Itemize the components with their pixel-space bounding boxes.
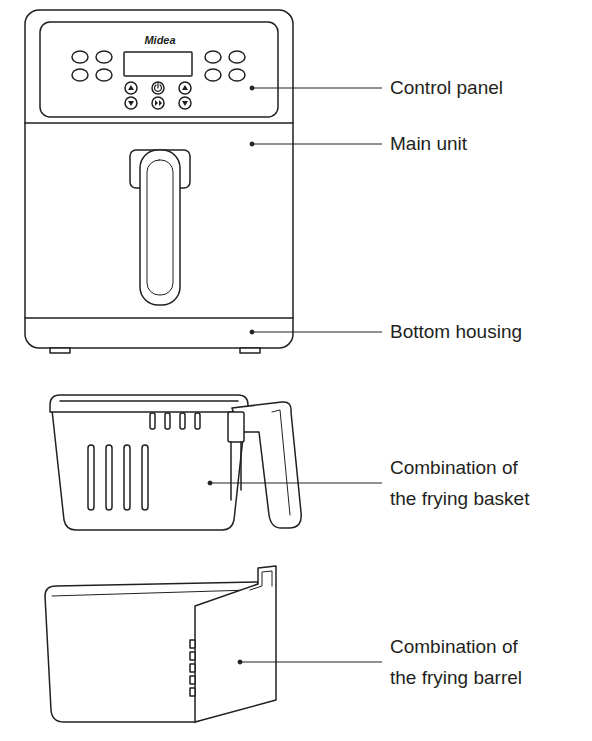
basket-rim <box>50 395 248 412</box>
power-symbol <box>157 83 158 88</box>
basket-rim-inner <box>60 400 238 402</box>
part-label: Control panel <box>390 77 503 100</box>
display-window <box>124 52 192 76</box>
basket-clip <box>228 412 244 442</box>
foot <box>50 348 70 353</box>
part-label: Main unit <box>390 133 467 156</box>
barrel-latch <box>250 571 272 590</box>
part-label: Bottom housing <box>390 321 522 344</box>
handle-groove <box>272 410 290 515</box>
barrel-front-plate <box>195 566 276 722</box>
drawer-handle <box>140 150 180 305</box>
brand-logo: Midea <box>142 34 177 47</box>
part-label: Combination of the frying basket <box>390 452 540 515</box>
barrel-rim-inner <box>52 590 250 596</box>
part-label: Combination of the frying barrel <box>390 631 540 694</box>
basket-body <box>52 410 246 530</box>
barrel-tabs <box>190 640 195 696</box>
panel-buttons <box>72 51 245 109</box>
foot <box>240 348 260 353</box>
basket-slots <box>88 413 200 510</box>
basket-clip-lines <box>231 442 241 500</box>
control-panel-shape <box>40 22 278 117</box>
main-unit-body <box>25 10 293 348</box>
handle-inner <box>147 160 173 295</box>
leader-lines <box>208 86 382 664</box>
drawer-top-line <box>25 122 293 124</box>
bottom-housing-line <box>25 317 293 319</box>
